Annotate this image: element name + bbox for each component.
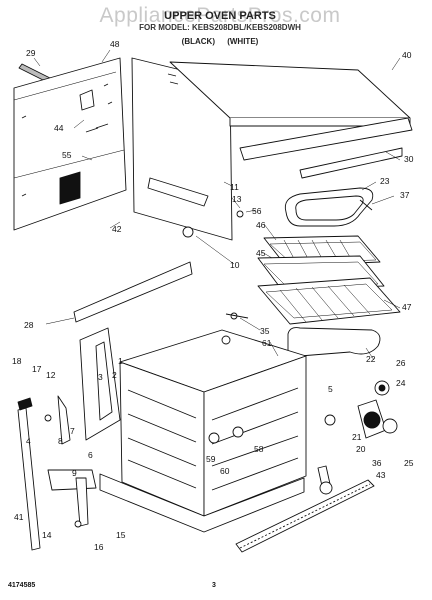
part-9-base-pan[interactable] [99,473,305,533]
part-30-front-trim[interactable] [239,117,413,179]
diagram-subtitle: FOR MODEL: KEBS208DBL/KEBS208DWH [139,23,301,32]
callout-24: 24 [396,378,406,388]
part-28-front-frame[interactable] [73,261,193,441]
part-41-side-strip[interactable] [17,407,41,551]
callout-9: 9 [72,468,77,478]
callout-40: 40 [402,50,412,60]
callout-36: 36 [372,458,382,468]
callout-35: 35 [260,326,270,336]
fasteners[interactable] [182,210,249,320]
callout-61: 61 [262,338,272,348]
callout-46: 46 [256,220,266,230]
small-parts-left[interactable] [17,395,97,528]
callout-labels: 29 48 40 44 55 30 11 13 23 56 37 46 42 4… [12,39,414,552]
callout-3: 3 [98,372,103,382]
callout-28: 28 [24,320,34,330]
callout-17: 17 [32,364,42,374]
leader-lines [33,49,401,361]
callout-22: 22 [366,354,376,364]
callout-4: 4 [26,436,31,446]
control-knobs[interactable] [324,380,398,439]
callout-2: 2 [112,370,117,380]
part-47-broiler-pan[interactable] [257,277,401,325]
callout-43: 43 [376,470,386,480]
callout-5: 5 [328,384,333,394]
callout-18: 18 [12,356,22,366]
callout-7: 7 [70,426,75,436]
part-40-top-plate[interactable] [169,61,411,127]
callout-10: 10 [230,260,240,270]
part-23-broil-element[interactable] [284,187,374,227]
callout-13: 13 [232,194,242,204]
callout-11: 11 [230,182,239,192]
callout-8: 8 [58,436,63,446]
part-42-rear-panel[interactable] [13,57,127,231]
callout-59: 59 [206,454,216,464]
watermark: AppliancePartsPros.com [99,4,341,27]
callout-6: 6 [88,450,93,460]
callout-23: 23 [380,176,390,186]
callout-55: 55 [62,150,72,160]
part-20-thermostat[interactable] [317,465,333,495]
callout-12: 12 [46,370,56,380]
callout-26: 26 [396,358,406,368]
part-36-bottom-trim[interactable] [235,479,375,553]
part-22-bake-element[interactable] [287,327,381,357]
callout-25: 25 [404,458,414,468]
part-11-side-panel[interactable] [131,57,233,241]
callout-29: 29 [26,48,36,58]
oven-cavity[interactable] [119,329,307,517]
callout-20: 20 [356,444,366,454]
callout-60: 60 [220,466,230,476]
callout-41: 41 [14,512,24,522]
color-codes: (BLACK) (WHITE) [181,37,259,46]
callout-16: 16 [94,542,104,552]
callout-44: 44 [54,123,64,133]
callout-15: 15 [116,530,126,540]
callout-56: 56 [252,206,262,216]
callout-47: 47 [402,302,412,312]
callout-21: 21 [352,432,362,442]
callout-1: 1 [118,356,123,366]
callout-42: 42 [112,224,122,234]
callout-48: 48 [110,39,120,49]
callout-58: 58 [254,444,264,454]
page-number: 3 [212,582,216,589]
callout-30: 30 [404,154,414,164]
footer-code: 4174585 [8,582,36,589]
callout-14: 14 [42,530,52,540]
callout-45: 45 [256,248,266,258]
callout-37: 37 [400,190,410,200]
diagram-title: UPPER OVEN PARTS [164,10,276,22]
